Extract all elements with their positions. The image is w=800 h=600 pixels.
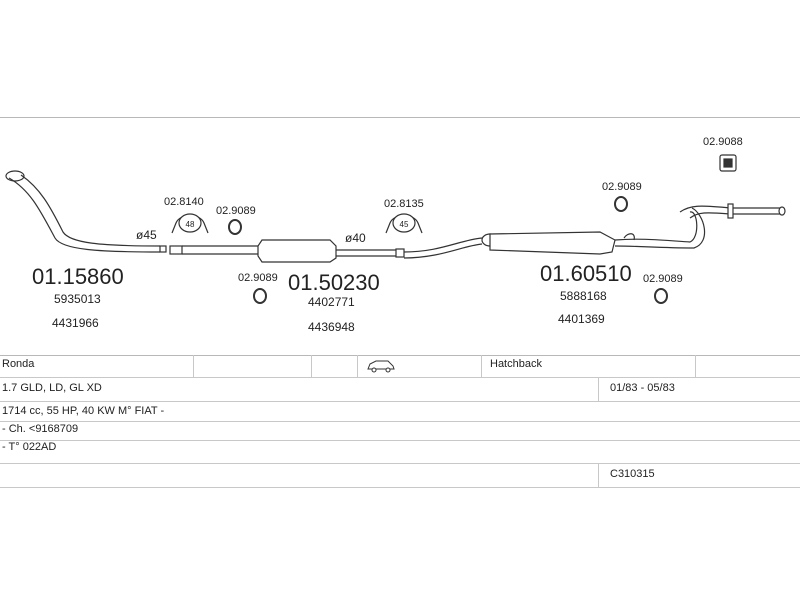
table-top-border <box>0 355 800 356</box>
clamp-48-code: 02.8140 <box>164 196 204 208</box>
middle-silencer-oem1: 4402771 <box>308 295 355 309</box>
clamp-48-size: 48 <box>186 220 195 229</box>
ring-icon-1[interactable] <box>228 219 242 235</box>
chassis-number: - Ch. <9168709 <box>2 423 79 435</box>
front-pipe-oem2: 4431966 <box>52 316 99 330</box>
ring-2-code: 02.9089 <box>238 272 278 284</box>
middle-silencer-oem2: 4436948 <box>308 320 355 334</box>
production-years: 01/83 - 05/83 <box>610 382 675 394</box>
middle-silencer[interactable] <box>169 239 405 263</box>
table-row: Ronda Hatchback <box>0 355 800 378</box>
clamp-48-icon[interactable] <box>171 213 209 234</box>
hanger-icon[interactable] <box>719 154 737 172</box>
middle-diameter: ø40 <box>345 231 366 245</box>
rear-silencer-oem2: 4401369 <box>558 312 605 326</box>
ring-icon-3[interactable] <box>614 196 628 212</box>
front-pipe-code: 01.15860 <box>32 264 124 289</box>
clamp-45-size: 45 <box>400 220 409 229</box>
rear-silencer[interactable] <box>403 203 786 259</box>
catalog-code: C310315 <box>610 468 655 480</box>
front-pipe[interactable] <box>5 170 167 253</box>
exhaust-diagram: 48 45 ø45 01.15860 5935013 4431966 ø40 0… <box>5 136 786 334</box>
rear-silencer-code: 01.60510 <box>540 261 632 286</box>
vehicle-type: - T° 022AD <box>2 441 57 453</box>
vehicle-body: Hatchback <box>490 358 542 370</box>
table-row: - T° 022AD <box>0 440 800 464</box>
vehicle-model: Ronda <box>2 358 35 370</box>
engine-versions: 1.7 GLD, LD, GL XD <box>2 382 102 394</box>
clamp-45-icon[interactable] <box>385 213 423 234</box>
table-row: 1.7 GLD, LD, GL XD 01/83 - 05/83 <box>0 377 800 402</box>
table-row: C310315 <box>0 463 800 488</box>
front-pipe-diameter: ø45 <box>136 228 157 242</box>
ring-icon-4[interactable] <box>654 288 668 304</box>
engine-spec: 1714 cc, 55 HP, 40 KW M° FIAT - <box>2 405 165 417</box>
ring-icon-2[interactable] <box>253 288 267 304</box>
clamp-45-code: 02.8135 <box>384 198 424 210</box>
rear-silencer-oem1: 5888168 <box>560 289 607 303</box>
front-pipe-oem1: 5935013 <box>54 292 101 306</box>
middle-silencer-code: 01.50230 <box>288 270 380 295</box>
ring-3-code: 02.9089 <box>602 181 642 193</box>
ring-1-code: 02.9089 <box>216 205 256 217</box>
table-row: - Ch. <9168709 <box>0 421 800 441</box>
table-row: 1714 cc, 55 HP, 40 KW M° FIAT - <box>0 401 800 422</box>
top-border <box>0 117 800 118</box>
car-icon <box>366 359 396 378</box>
ring-4-code: 02.9089 <box>643 273 683 285</box>
hanger-code: 02.9088 <box>703 136 743 148</box>
